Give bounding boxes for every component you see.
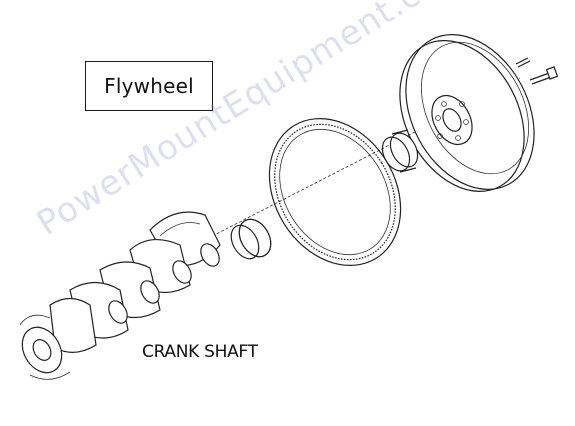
flywheel-bolt	[529, 66, 559, 85]
dowel-pin	[515, 57, 531, 68]
crankshaft-label: CRANK SHAFT	[142, 342, 258, 362]
ring-gear-part	[268, 118, 402, 266]
crankshaft-part	[19, 211, 272, 380]
flywheel-label-box: Flywheel	[85, 61, 213, 111]
flywheel-part	[399, 34, 535, 192]
flywheel-label: Flywheel	[104, 74, 194, 98]
bearing-ring-part	[381, 129, 419, 173]
